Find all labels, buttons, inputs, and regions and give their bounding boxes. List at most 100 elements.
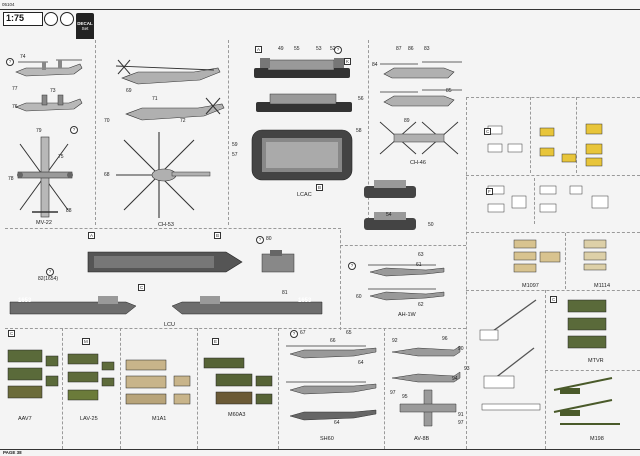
callout-80: 80 bbox=[266, 236, 272, 242]
lcu-label: LCU bbox=[164, 322, 176, 328]
lcu-side-right bbox=[171, 296, 323, 315]
m198-howitzer bbox=[553, 377, 620, 425]
divider bbox=[545, 370, 640, 371]
ch46-side-top bbox=[380, 61, 462, 79]
m1a1-vehicles bbox=[125, 359, 191, 405]
callout-92: 92 bbox=[392, 338, 398, 344]
divider bbox=[368, 40, 369, 225]
paint-icon bbox=[44, 12, 58, 26]
lcu-top-view bbox=[87, 251, 243, 273]
part-tag: C bbox=[550, 296, 558, 303]
part-tag: A bbox=[255, 46, 263, 53]
ch53-side-top bbox=[115, 59, 221, 85]
callout-91: 91 bbox=[458, 412, 464, 418]
mv22-profile-mid bbox=[15, 94, 83, 112]
callout-75: 75 bbox=[58, 154, 64, 160]
ch46-top-view bbox=[379, 121, 459, 155]
m1114-vehicles bbox=[583, 239, 607, 271]
lcu-side-left bbox=[9, 296, 137, 315]
divider bbox=[384, 328, 385, 449]
av8b-views bbox=[391, 345, 461, 427]
part-tag: C bbox=[484, 128, 492, 135]
footer-rule bbox=[0, 449, 640, 450]
callout-95: 95 bbox=[402, 394, 408, 400]
part-tag: B bbox=[316, 184, 324, 191]
callout-72: 72 bbox=[180, 118, 186, 124]
callout-77: 77 bbox=[12, 86, 18, 92]
aav7-vehicles bbox=[7, 349, 59, 399]
lcu-hull-number-left: 1653 bbox=[18, 298, 32, 304]
divider bbox=[5, 228, 341, 229]
divider bbox=[120, 328, 121, 449]
divider bbox=[466, 97, 640, 98]
lcu-detail-box bbox=[261, 250, 295, 273]
callout-78: 78 bbox=[8, 176, 14, 182]
callout-94: 94 bbox=[452, 376, 458, 382]
document-code: 05104 bbox=[2, 2, 15, 7]
callout-64b: 64 bbox=[334, 420, 340, 426]
part-tag: B bbox=[214, 232, 222, 239]
mtvr-trucks bbox=[567, 299, 607, 349]
part-tag: E bbox=[212, 338, 220, 345]
help-marker: ? bbox=[70, 126, 78, 134]
divider bbox=[340, 245, 466, 246]
ch53-top-view bbox=[116, 132, 211, 218]
lav25-vehicles bbox=[67, 353, 115, 401]
divider bbox=[545, 290, 546, 449]
callout-59: 59 bbox=[232, 142, 238, 148]
sh60-label: SH60 bbox=[320, 436, 334, 442]
ch53-side-bottom bbox=[125, 97, 225, 121]
mv22-label: MV-22 bbox=[36, 220, 52, 226]
divider bbox=[466, 232, 640, 233]
callout-62: 62 bbox=[418, 302, 424, 308]
divider bbox=[340, 230, 341, 330]
vehicle-grid-top bbox=[487, 123, 603, 167]
m1114-label: M1114 bbox=[594, 283, 611, 289]
scale-text: 1:75 bbox=[6, 13, 25, 23]
scale-badge: 1:75 bbox=[3, 12, 43, 26]
callout-50: 50 bbox=[428, 222, 434, 228]
callout-97b: 97 bbox=[458, 420, 464, 426]
callout-88: 88 bbox=[66, 208, 72, 214]
callout-97a: 97 bbox=[390, 390, 396, 396]
m60a3-vehicles bbox=[203, 357, 273, 405]
ch46-side-bottom bbox=[380, 89, 462, 107]
callout-89: 89 bbox=[404, 118, 410, 124]
help-marker: ? bbox=[256, 236, 264, 244]
part-tag: C bbox=[138, 284, 146, 291]
callout-86: 86 bbox=[408, 46, 414, 52]
m60a3-label: M60A3 bbox=[228, 412, 246, 418]
callout-84: 84 bbox=[372, 62, 378, 68]
ch53-label: CH-53 bbox=[158, 222, 174, 228]
callout-58: 58 bbox=[356, 128, 362, 134]
part-tag: F bbox=[486, 188, 493, 195]
divider bbox=[197, 328, 198, 449]
callout-54: 54 bbox=[386, 212, 392, 218]
help-marker: ? bbox=[334, 46, 342, 54]
lcac-side-top bbox=[254, 58, 350, 78]
crane-vehicles bbox=[479, 299, 541, 411]
decal-sub: Set bbox=[81, 26, 89, 31]
divider bbox=[5, 328, 466, 329]
divider bbox=[466, 290, 640, 291]
vehicle-grid-mid bbox=[487, 185, 609, 213]
sh60-views bbox=[286, 345, 377, 421]
callout-53: 53 bbox=[316, 46, 322, 52]
divider bbox=[530, 97, 531, 173]
lcac-label: LCAC bbox=[297, 192, 312, 198]
callout-93: 93 bbox=[464, 366, 470, 372]
aav7-label: AAV7 bbox=[18, 416, 32, 422]
part-tag: M bbox=[82, 338, 90, 345]
m1a1-label: M1A1 bbox=[152, 416, 167, 422]
callout-71: 71 bbox=[152, 96, 158, 102]
part-tag: A bbox=[88, 232, 96, 239]
divider bbox=[278, 328, 279, 449]
divider bbox=[62, 328, 63, 449]
callout-61: 61 bbox=[416, 262, 422, 268]
callout-66: 66 bbox=[330, 338, 336, 344]
callout-73: 73 bbox=[50, 88, 56, 94]
callout-56: 56 bbox=[358, 96, 364, 102]
ah1w-side-bottom bbox=[368, 288, 445, 301]
lcu-callout: 82(1654) bbox=[38, 276, 59, 282]
lcu-hull-number-right: 1653 bbox=[298, 298, 312, 304]
